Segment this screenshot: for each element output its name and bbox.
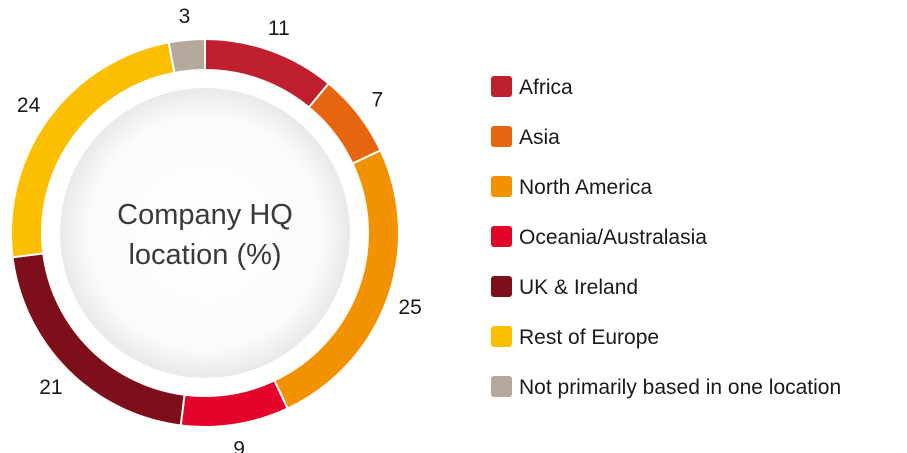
legend-label-africa: Africa — [519, 76, 573, 99]
legend-swatch-north-america — [491, 176, 512, 197]
legend-label-asia: Asia — [519, 126, 560, 149]
legend-swatch-oceania-australasia — [491, 226, 512, 247]
value-label-uk-and-ireland: 21 — [39, 376, 62, 399]
slice-oceania-australasia — [179, 379, 289, 428]
donut-center — [60, 88, 350, 378]
legend-label-uk-and-ireland: UK & Ireland — [519, 276, 638, 299]
legend-label-rest-of-europe: Rest of Europe — [519, 326, 659, 349]
slice-not-primarily-based-in-one-location — [167, 37, 206, 75]
chart-title-line-1: Company HQ — [117, 199, 293, 231]
value-label-rest-of-europe: 24 — [17, 94, 41, 117]
value-label-north-america: 25 — [398, 296, 421, 319]
value-label-asia: 7 — [371, 88, 383, 111]
legend-swatch-uk-and-ireland — [491, 276, 512, 297]
legend-swatch-not-primarily-based-in-one-location — [491, 376, 512, 397]
legend-label-not-primarily-based-in-one-location: Not primarily based in one location — [519, 376, 841, 399]
chart-title-line-2: location (%) — [128, 239, 281, 271]
legend-label-north-america: North America — [519, 176, 652, 199]
legend-label-oceania-australasia: Oceania/Australasia — [519, 226, 707, 249]
value-label-not-primarily-based-in-one-location: 3 — [179, 5, 191, 28]
value-label-africa: 11 — [268, 17, 290, 40]
value-labels: 11 7 25 9 21 24 3 — [17, 5, 422, 453]
legend-swatch-africa — [491, 76, 512, 97]
legend-swatch-rest-of-europe — [491, 326, 512, 347]
donut-slices — [10, 37, 400, 428]
value-label-oceania-australasia: 9 — [233, 437, 245, 453]
legend-swatch-asia — [491, 126, 512, 147]
